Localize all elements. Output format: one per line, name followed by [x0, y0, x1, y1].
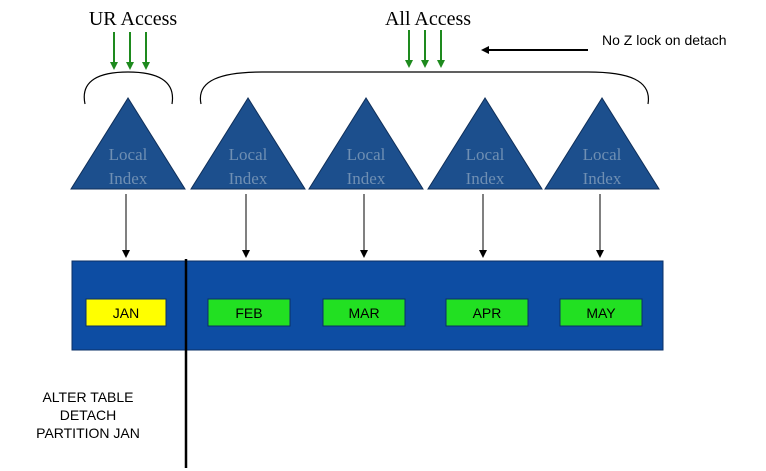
partition-box	[207, 298, 291, 327]
all-access-brace	[199, 71, 649, 105]
command-line-2: DETACH	[60, 407, 117, 423]
partition-may: MAY	[559, 298, 643, 327]
local-index-triangle	[544, 97, 660, 190]
partitions: JAN FEB MAR APR MAY	[85, 298, 643, 327]
local-index-label: Index	[229, 169, 268, 188]
command-line-3: PARTITION JAN	[36, 425, 140, 441]
partition-apr: APR	[445, 298, 529, 327]
local-index-label: Local	[229, 145, 268, 164]
local-index-label: Index	[109, 169, 148, 188]
ur-access-label: UR Access	[89, 8, 178, 30]
ur-access-arrows	[110, 32, 150, 70]
local-index-label: Local	[583, 145, 622, 164]
partition-box	[85, 298, 167, 327]
index-arrows	[122, 194, 604, 258]
no-z-lock-note: No Z lock on detach	[602, 32, 727, 48]
local-index-label: Local	[347, 145, 386, 164]
partition-box	[445, 298, 529, 327]
local-index-triangle	[427, 97, 543, 190]
partition-label: MAY	[586, 305, 616, 321]
local-index-label: Local	[466, 145, 505, 164]
partition-label: MAR	[348, 305, 379, 321]
all-access-label: All Access	[385, 8, 471, 30]
local-index-label: Index	[347, 169, 386, 188]
local-index-triangle	[308, 97, 424, 190]
partition-label: FEB	[235, 305, 262, 321]
local-index-triangle	[70, 97, 186, 190]
local-index-label: Local	[109, 145, 148, 164]
local-index-label: Index	[583, 169, 622, 188]
command-line-1: ALTER TABLE	[42, 389, 133, 405]
ur-access-brace	[83, 71, 174, 105]
all-access-arrows	[405, 30, 445, 68]
partition-feb: FEB	[207, 298, 291, 327]
partition-jan: JAN	[85, 298, 167, 327]
partition-box	[322, 298, 406, 327]
partition-mar: MAR	[322, 298, 406, 327]
local-index-triangle	[190, 97, 306, 190]
local-index-label: Index	[466, 169, 505, 188]
partition-box	[559, 298, 643, 327]
partition-label: APR	[473, 305, 502, 321]
partition-label: JAN	[113, 305, 139, 321]
